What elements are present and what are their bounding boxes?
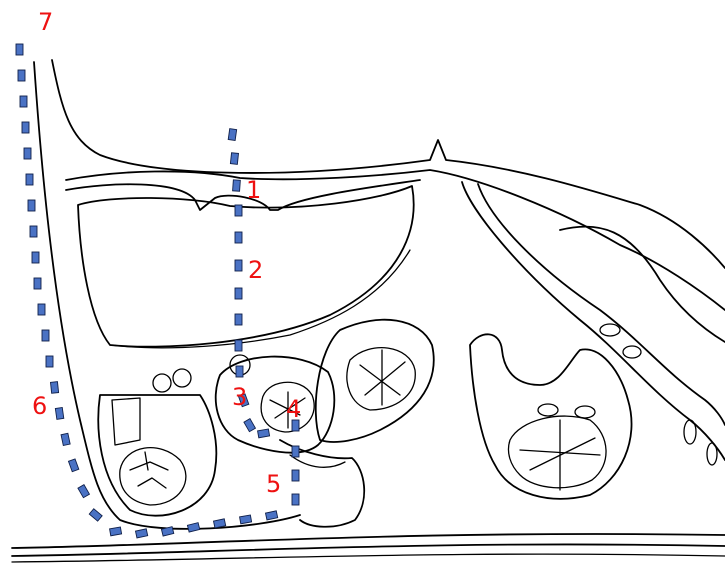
label-4: 4 [286,397,301,421]
label-5: 5 [266,472,281,496]
upper-cavity [78,186,414,348]
label-3: 3 [232,385,247,409]
lower-left-bowl [98,369,216,516]
outer-wall [34,60,725,529]
right-pouch [470,334,632,498]
label-2: 2 [248,258,263,282]
label-1: 1 [246,178,261,202]
base-lines [12,534,725,562]
mid-fold [316,320,434,442]
label-6: 6 [32,394,47,418]
label-7: 7 [38,10,53,34]
